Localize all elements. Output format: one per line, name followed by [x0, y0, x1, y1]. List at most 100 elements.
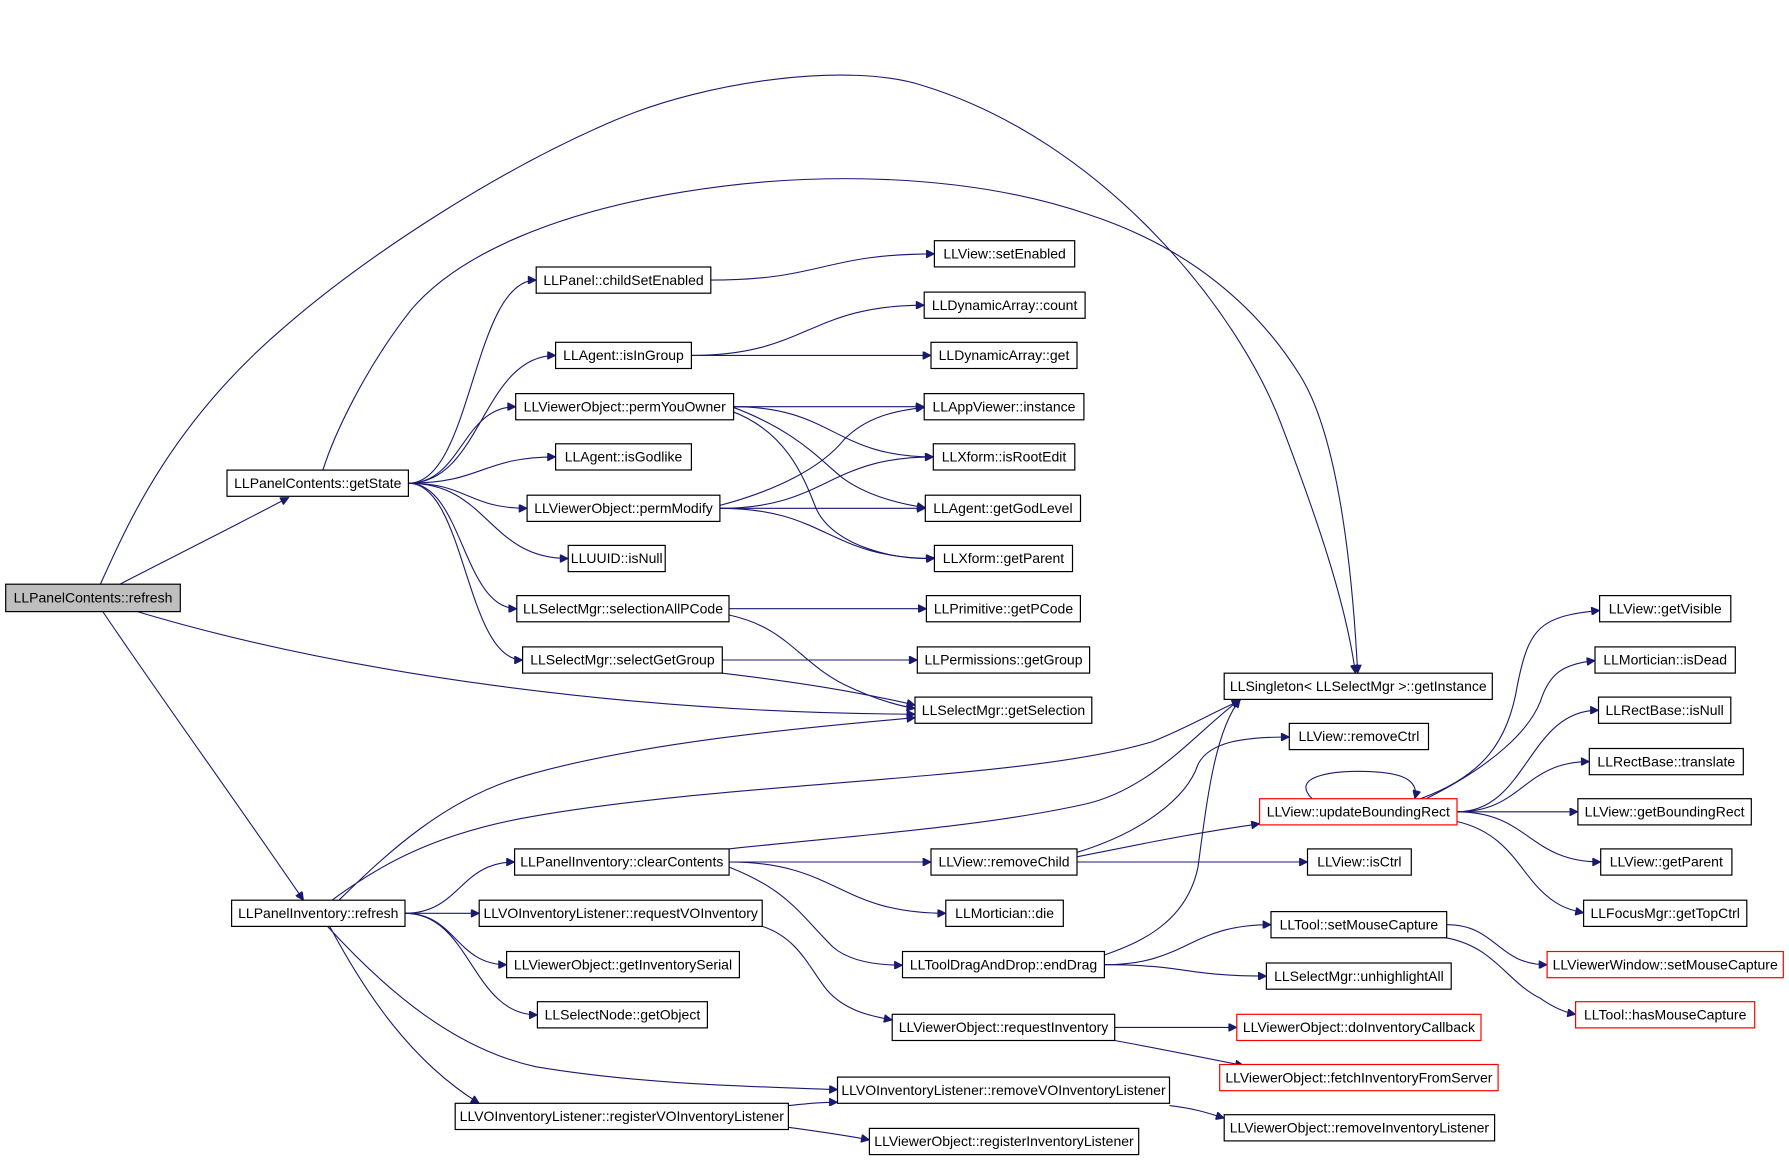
node-box[interactable] — [1306, 848, 1412, 876]
node-n3[interactable]: LLPanelInventory::refresh — [231, 899, 406, 928]
node-box[interactable] — [836, 1076, 1171, 1104]
node-box[interactable] — [1270, 910, 1448, 939]
node-box[interactable] — [1223, 1114, 1496, 1142]
node-box[interactable] — [923, 393, 1085, 421]
node-box[interactable] — [1574, 1001, 1756, 1029]
node-n44[interactable]: LLRectBase::isNull — [1597, 696, 1732, 724]
node-box[interactable] — [925, 594, 1082, 623]
node-n27[interactable]: LLVOInventoryListener::registerVOInvento… — [454, 1102, 790, 1131]
node-n6[interactable]: LLViewerObject::permYouOwner — [515, 393, 735, 421]
node-box[interactable] — [933, 240, 1076, 268]
node-n14[interactable]: LLDynamicArray::get — [930, 341, 1078, 370]
node-n31[interactable]: LLViewerObject::requestInventory — [891, 1013, 1116, 1042]
node-box[interactable] — [930, 848, 1078, 876]
node-box[interactable] — [1598, 594, 1732, 623]
node-n23[interactable]: LLPanelInventory::clearContents — [513, 848, 730, 876]
node-n8[interactable]: LLViewerObject::permModify — [526, 494, 721, 523]
node-box[interactable] — [478, 899, 763, 928]
node-n40[interactable]: LLViewerObject::fetchInventoryFromServer — [1219, 1063, 1499, 1092]
node-n42[interactable]: LLView::getVisible — [1598, 594, 1732, 623]
node-n7[interactable]: LLAgent::isGodlike — [554, 443, 692, 471]
node-box[interactable] — [1588, 747, 1744, 776]
node-box[interactable] — [1577, 798, 1752, 826]
node-n33[interactable]: LLViewerObject::registerInventoryListene… — [868, 1127, 1140, 1156]
node-box[interactable] — [901, 950, 1105, 979]
node-box[interactable] — [1582, 899, 1748, 928]
node-box[interactable] — [933, 544, 1074, 573]
node-n4[interactable]: LLPanel::childSetEnabled — [535, 266, 712, 294]
node-n19[interactable]: LLPrimitive::getPCode — [925, 594, 1082, 623]
node-n43[interactable]: LLMortician::isDead — [1594, 646, 1736, 674]
node-n11[interactable]: LLSelectMgr::selectGetGroup — [521, 646, 723, 674]
node-n15[interactable]: LLAppViewer::instance — [923, 393, 1085, 421]
node-box[interactable] — [1258, 798, 1458, 826]
node-box[interactable] — [536, 1001, 709, 1029]
node-n1[interactable]: LLPanelContents::refresh — [5, 583, 181, 613]
node-n9[interactable]: LLUUID::isNull — [567, 544, 666, 573]
node-box[interactable] — [5, 583, 181, 613]
node-box[interactable] — [1546, 950, 1784, 979]
node-box[interactable] — [231, 899, 406, 928]
node-n38[interactable]: LLSelectMgr::unhighlightAll — [1265, 962, 1452, 990]
node-box[interactable] — [1597, 696, 1732, 724]
node-n17[interactable]: LLAgent::getGodLevel — [924, 494, 1082, 523]
node-n25[interactable]: LLViewerObject::getInventorySerial — [506, 950, 741, 979]
node-n29[interactable]: LLMortician::die — [945, 899, 1064, 928]
node-box[interactable] — [521, 646, 723, 674]
node-n48[interactable]: LLFocusMgr::getTopCtrl — [1582, 899, 1748, 928]
node-box[interactable] — [513, 848, 730, 876]
node-box[interactable] — [516, 594, 730, 623]
node-n26[interactable]: LLSelectNode::getObject — [536, 1001, 709, 1029]
node-box[interactable] — [916, 646, 1091, 674]
node-box[interactable] — [945, 899, 1064, 928]
node-n37[interactable]: LLTool::setMouseCapture — [1270, 910, 1448, 939]
node-n39[interactable]: LLViewerObject::doInventoryCallback — [1236, 1013, 1482, 1042]
node-box[interactable] — [1594, 646, 1736, 674]
node-box[interactable] — [1223, 672, 1493, 701]
node-n10[interactable]: LLSelectMgr::selectionAllPCode — [516, 594, 730, 623]
node-box[interactable] — [515, 393, 735, 421]
node-n13[interactable]: LLDynamicArray::count — [923, 291, 1086, 319]
node-box[interactable] — [554, 443, 692, 471]
node-n5[interactable]: LLAgent::isInGroup — [554, 341, 692, 370]
node-n18[interactable]: LLXform::getParent — [933, 544, 1074, 573]
node-n41[interactable]: LLViewerObject::removeInventoryListener — [1223, 1114, 1496, 1142]
node-n47[interactable]: LLView::getParent — [1600, 848, 1733, 876]
node-n34[interactable]: LLView::removeCtrl — [1288, 722, 1430, 751]
node-n28[interactable]: LLView::removeChild — [930, 848, 1078, 876]
node-box[interactable] — [1600, 848, 1733, 876]
node-n35[interactable]: LLView::updateBoundingRect — [1258, 798, 1458, 826]
node-box[interactable] — [1236, 1013, 1482, 1042]
node-box[interactable] — [914, 696, 1093, 724]
node-box[interactable] — [526, 494, 721, 523]
node-n20[interactable]: LLPermissions::getGroup — [916, 646, 1091, 674]
node-box[interactable] — [891, 1013, 1116, 1042]
node-n32[interactable]: LLVOInventoryListener::removeVOInventory… — [836, 1076, 1171, 1104]
node-n46[interactable]: LLView::getBoundingRect — [1577, 798, 1752, 826]
node-n21[interactable]: LLSelectMgr::getSelection — [914, 696, 1093, 724]
node-box[interactable] — [554, 341, 692, 370]
node-n30[interactable]: LLToolDragAndDrop::endDrag — [901, 950, 1105, 979]
node-box[interactable] — [535, 266, 712, 294]
node-box[interactable] — [923, 291, 1086, 319]
node-box[interactable] — [1219, 1063, 1499, 1092]
node-box[interactable] — [567, 544, 666, 573]
node-n12[interactable]: LLView::setEnabled — [933, 240, 1076, 268]
node-n24[interactable]: LLVOInventoryListener::requestVOInventor… — [478, 899, 763, 928]
node-n49[interactable]: LLViewerWindow::setMouseCapture — [1546, 950, 1784, 979]
node-box[interactable] — [506, 950, 741, 979]
node-box[interactable] — [226, 469, 409, 497]
node-n36[interactable]: LLView::isCtrl — [1306, 848, 1412, 876]
node-box[interactable] — [454, 1102, 790, 1131]
node-n45[interactable]: LLRectBase::translate — [1588, 747, 1744, 776]
node-box[interactable] — [924, 494, 1082, 523]
node-box[interactable] — [1288, 722, 1430, 751]
node-n2[interactable]: LLPanelContents::getState — [226, 469, 409, 497]
node-box[interactable] — [1265, 962, 1452, 990]
node-n16[interactable]: LLXform::isRootEdit — [932, 443, 1076, 471]
node-box[interactable] — [930, 341, 1078, 370]
node-n50[interactable]: LLTool::hasMouseCapture — [1574, 1001, 1756, 1029]
node-box[interactable] — [868, 1127, 1140, 1156]
node-box[interactable] — [932, 443, 1076, 471]
node-n22[interactable]: LLSingleton< LLSelectMgr >::getInstance — [1223, 672, 1493, 701]
